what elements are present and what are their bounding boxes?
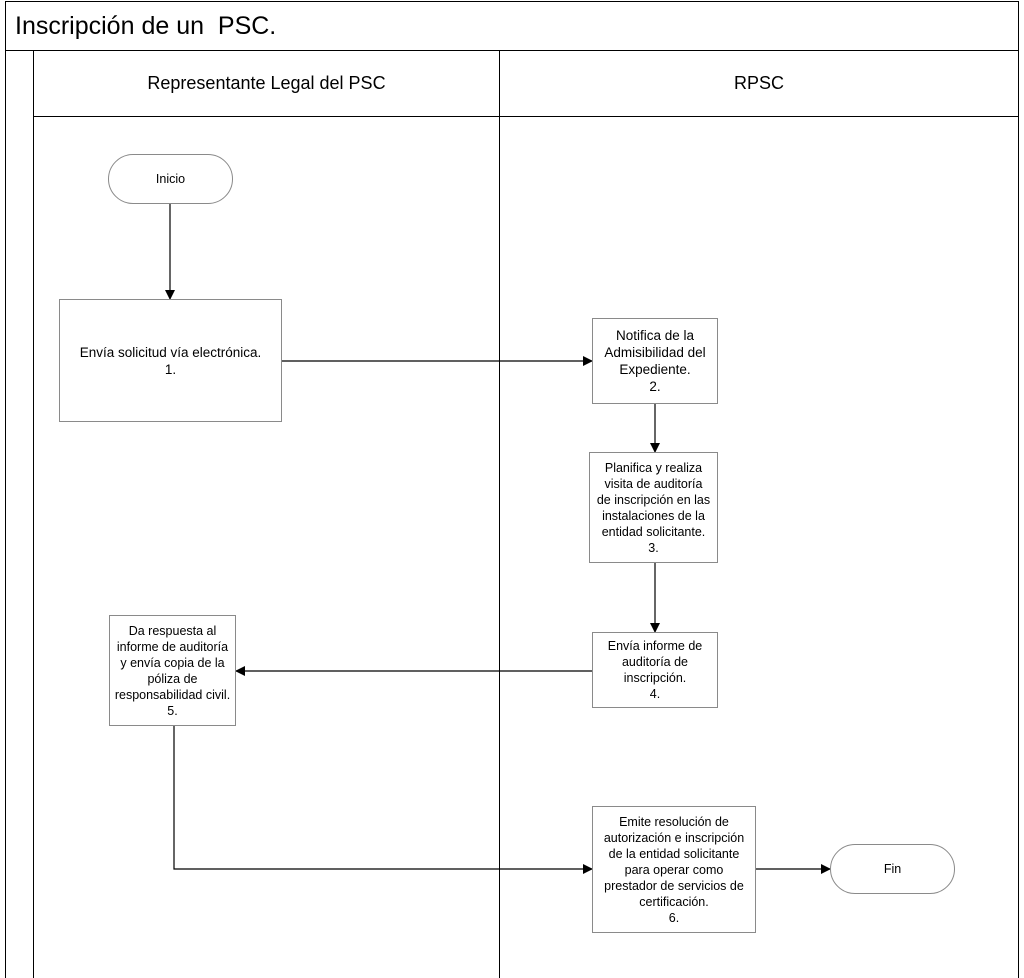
process-step-3: Planifica y realiza visita de auditoría … [589, 452, 718, 563]
arrow-step5-to-step6 [173, 726, 593, 874]
diagram-title: Inscripción de un PSC. [15, 12, 277, 40]
end-terminal: Fin [830, 844, 955, 894]
outer-frame [5, 1, 1019, 978]
process-step-6: Emite resolución de autorización e inscr… [592, 806, 756, 933]
process-step-5: Da respuesta al informe de auditoría y e… [109, 615, 236, 726]
lane-header-legal: Representante Legal del PSC [147, 72, 386, 93]
start-terminal: Inicio [108, 154, 233, 204]
process-step-2: Notifica de la Admisibilidad del Expedie… [592, 318, 718, 404]
process-step-1: Envía solicitud vía electrónica. 1. [59, 299, 282, 422]
process-step-4: Envía informe de auditoría de inscripció… [592, 632, 718, 708]
lane-header-rpsc: RPSC [733, 72, 784, 93]
